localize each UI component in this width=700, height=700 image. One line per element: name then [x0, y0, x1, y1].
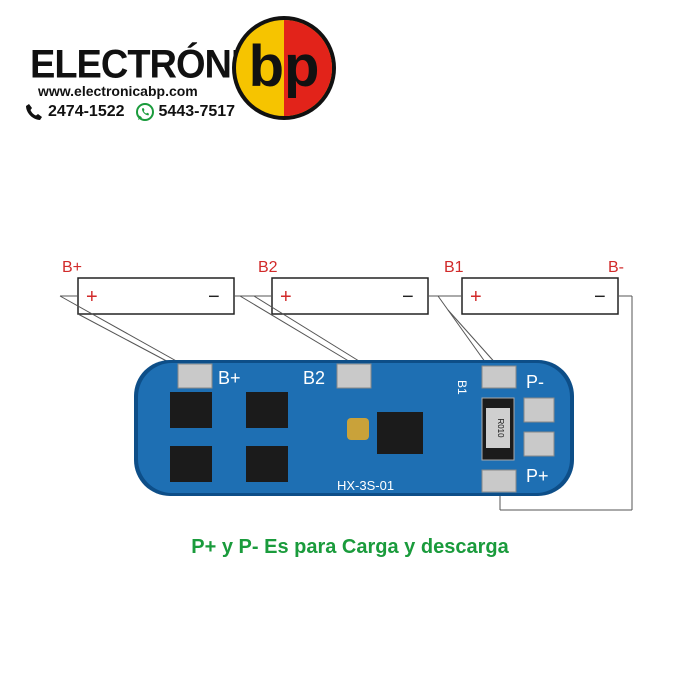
cell-positive: +	[280, 286, 292, 308]
bp-logo: bp	[232, 16, 336, 120]
phone-number: 2474-1522	[48, 103, 125, 120]
cell-positive: +	[470, 286, 482, 308]
whatsapp-icon	[135, 103, 154, 121]
pad-label: P-	[526, 372, 544, 392]
caption: P+ y P- Es para Carga y descarga	[191, 536, 509, 558]
terminal-label: B1	[444, 259, 464, 276]
cell-negative: −	[402, 286, 414, 308]
battery-cell-3: + −	[461, 277, 619, 315]
terminal-label: B2	[258, 259, 278, 276]
cell-positive: +	[86, 286, 98, 308]
bms-board: B+ B2 B1 P- P+ R010 HX-3S-01	[134, 360, 574, 496]
contact-phones: 2474-1522 5443-7517	[24, 102, 235, 122]
brand-url: www.electronicabp.com	[38, 83, 198, 99]
terminal-label: B-	[608, 259, 624, 276]
battery-cell-2: + −	[271, 277, 429, 315]
phone-icon	[26, 104, 42, 120]
terminal-label: B+	[62, 259, 82, 276]
battery-cell-1: + −	[77, 277, 235, 315]
logo-text: bp	[249, 34, 320, 99]
board-model: HX-3S-01	[337, 478, 394, 493]
wires	[59, 295, 633, 511]
cell-negative: −	[208, 286, 220, 308]
pad-label: B+	[218, 368, 241, 388]
pad-label: P+	[526, 466, 549, 486]
pad-label: B1	[455, 380, 469, 395]
whatsapp-number: 5443-7517	[158, 103, 236, 120]
pad-label: B2	[303, 368, 325, 388]
shunt-resistor-code: R010	[496, 418, 505, 438]
cell-negative: −	[594, 286, 606, 308]
